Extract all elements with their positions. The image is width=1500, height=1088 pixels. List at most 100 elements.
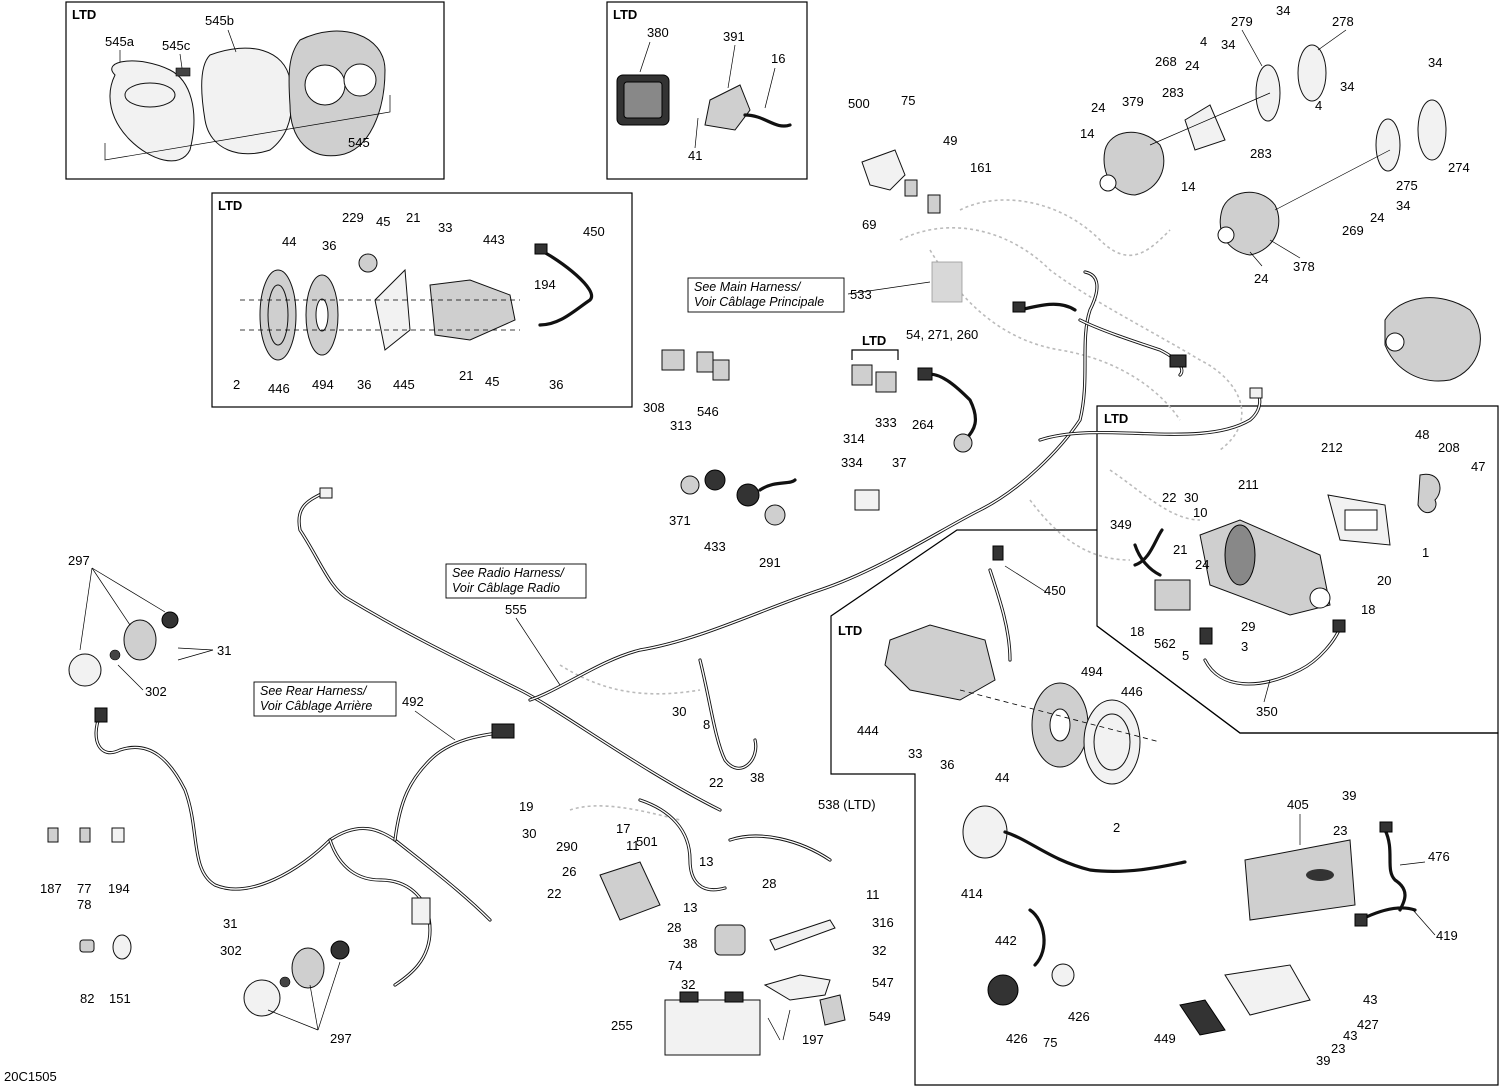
pad-449[interactable] [1179, 999, 1226, 1036]
gps-unit-380[interactable] [616, 74, 670, 126]
ring-275[interactable] [1375, 118, 1401, 172]
gauge-cluster-545[interactable] [288, 30, 386, 157]
fairlead-212[interactable] [1327, 494, 1391, 546]
speaker-harness-450-left[interactable] [534, 243, 594, 327]
harness-419[interactable] [1354, 906, 1417, 927]
hook-208[interactable] [1417, 473, 1441, 514]
speaker-adapter-445[interactable] [374, 268, 411, 351]
battery-255[interactable] [664, 991, 761, 1056]
label-26: 26 [562, 864, 576, 879]
bracket-547[interactable] [763, 974, 831, 1001]
label-426b: 426 [1068, 1009, 1090, 1024]
clip-82[interactable] [79, 939, 95, 953]
note-rear-harness: See Rear Harness/ Voir Câblage Arrière [253, 681, 397, 717]
label-24a: 24 [1185, 58, 1199, 73]
switch-308[interactable] [661, 349, 685, 371]
switch-314[interactable] [851, 364, 873, 386]
speaker-grille-446-right[interactable] [1083, 699, 1141, 785]
label-549: 549 [869, 1009, 891, 1024]
switch-334[interactable] [854, 489, 880, 511]
label-316: 316 [872, 915, 894, 930]
ring-278[interactable] [1297, 44, 1327, 102]
label-34b: 34 [1221, 37, 1235, 52]
headlight-302-bottom[interactable] [243, 940, 350, 1017]
speaker-494-right[interactable] [1031, 682, 1089, 768]
label-442: 442 [995, 933, 1017, 948]
bracket-549[interactable] [819, 994, 846, 1026]
relay-49[interactable] [904, 179, 918, 197]
bracket-500[interactable] [861, 149, 906, 191]
contactor-562[interactable] [1154, 579, 1191, 611]
svg-text:Voir Câblage Principale: Voir Câblage Principale [694, 295, 824, 309]
label-302a: 302 [145, 684, 167, 699]
main-harness-555[interactable] [297, 270, 1263, 812]
speaker-cap-229[interactable] [358, 253, 378, 273]
speaker-housing-444[interactable] [884, 624, 996, 701]
speaker-grille-446-left[interactable] [259, 269, 297, 361]
ltd-tag: LTD [218, 198, 242, 213]
accessory-outlet-264[interactable] [917, 367, 978, 453]
tie-151[interactable] [112, 934, 132, 960]
plate-268[interactable] [1184, 104, 1226, 151]
outlet-426[interactable] [987, 908, 1075, 1006]
label-297a: 297 [68, 553, 90, 568]
label-11a: 11 [626, 838, 640, 853]
label-8: 8 [703, 717, 710, 732]
gauge-lens-545b[interactable] [201, 47, 293, 155]
switch-333[interactable] [875, 371, 897, 393]
ring-279[interactable] [1255, 64, 1281, 122]
ring-274[interactable] [1417, 99, 1447, 161]
connector-194[interactable] [111, 827, 125, 843]
switch-546[interactable] [712, 359, 730, 381]
speaker-harness-450-right[interactable] [992, 545, 1004, 561]
winch-211[interactable] [1199, 519, 1331, 616]
actuator-378[interactable] [1217, 191, 1280, 256]
label-449: 449 [1154, 1031, 1176, 1046]
label-212: 212 [1321, 440, 1343, 455]
rear-harness-492[interactable] [94, 707, 515, 987]
label-17: 17 [616, 821, 630, 836]
solenoid-74[interactable] [714, 924, 746, 956]
label-31a: 31 [217, 643, 231, 658]
connector-161[interactable] [927, 194, 941, 214]
label-28a: 28 [762, 876, 776, 891]
light-414[interactable] [962, 805, 1187, 873]
label-229: 229 [342, 210, 364, 225]
gps-harness-16[interactable] [743, 113, 792, 128]
power-outlet-433[interactable] [680, 469, 797, 526]
label-545b: 545b [205, 13, 234, 28]
headlight-302-top[interactable] [68, 611, 179, 687]
label-21c: 21 [1173, 542, 1187, 557]
bracket-427[interactable] [1224, 964, 1311, 1016]
speaker-housing-443[interactable] [429, 279, 516, 341]
label-308: 308 [643, 400, 665, 415]
gauge-screw-545c[interactable] [175, 67, 191, 77]
label-34a: 34 [1276, 3, 1290, 18]
connector-476[interactable] [1379, 821, 1407, 912]
label-54-271-260: 54, 271, 260 [906, 327, 978, 342]
connector-187[interactable] [47, 827, 59, 843]
label-18a: 18 [1361, 602, 1375, 617]
gauge-bezel-545a[interactable] [109, 60, 195, 162]
label-23b: 23 [1331, 1041, 1345, 1056]
ltd-tag: LTD [862, 333, 886, 348]
label-313: 313 [670, 418, 692, 433]
label-22c: 22 [547, 886, 561, 901]
label-31b: 31 [223, 916, 237, 931]
battery-cables[interactable] [638, 543, 1342, 892]
switch-313[interactable] [696, 351, 714, 373]
amplifier-405[interactable] [1244, 839, 1356, 921]
label-41: 41 [688, 148, 702, 163]
connector-77[interactable] [79, 827, 91, 843]
winch-cable-349[interactable] [1133, 528, 1164, 567]
label-22b: 22 [709, 775, 723, 790]
speaker-494-left[interactable] [305, 274, 339, 356]
module-290[interactable] [599, 861, 661, 921]
label-283b: 283 [1250, 146, 1272, 161]
label-279: 279 [1231, 14, 1253, 29]
gps-mount-391[interactable] [704, 84, 751, 131]
actuator-379[interactable] [1099, 131, 1165, 196]
ltd-box-gps: LTD [606, 1, 808, 180]
winch-cable-350[interactable] [1199, 619, 1346, 645]
bracket-316[interactable] [769, 919, 836, 951]
